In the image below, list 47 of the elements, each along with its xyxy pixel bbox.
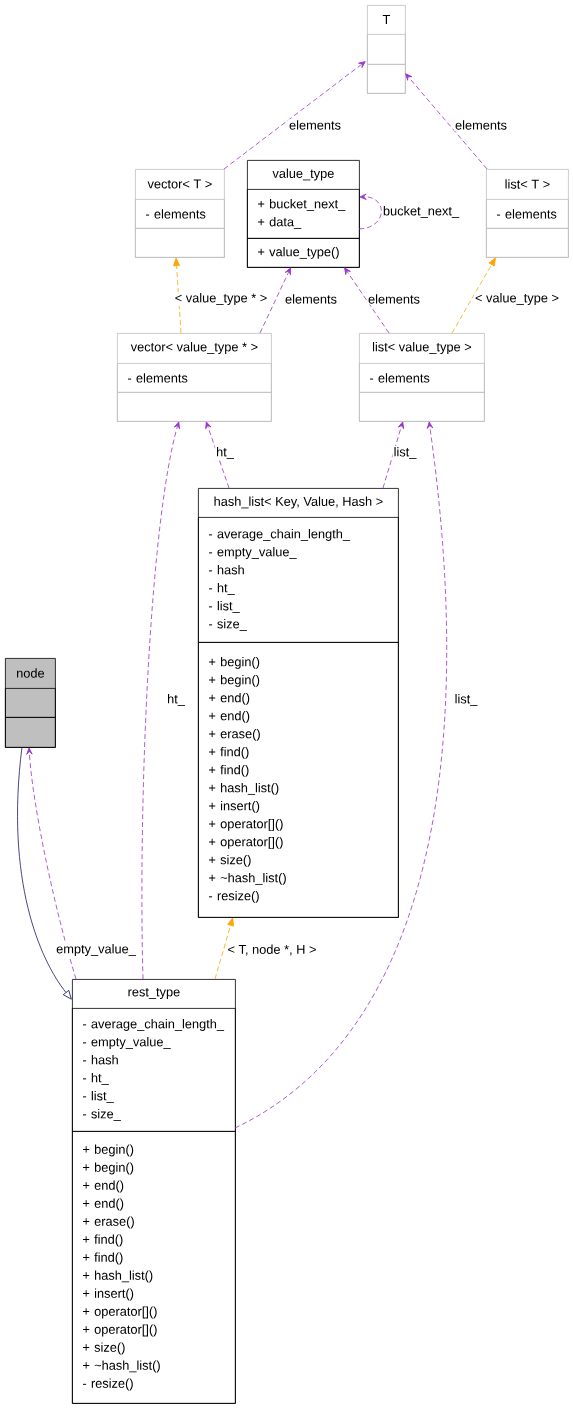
edge-label: < T, node *, H > (226, 943, 318, 957)
class-box: T (367, 5, 406, 94)
class-compartment (367, 34, 406, 65)
class-compartment: - average_chain_length_ - empty_value_ - hash - ht_ - list_ - size_ (72, 1008, 236, 1132)
edge-label: < value_type > (474, 292, 560, 306)
class-compartment: - average_chain_length_ - empty_value_ - hash - ht_ - list_ - size_ (198, 517, 399, 643)
dashed-arrow (26, 747, 77, 980)
dashed-arrow (382, 421, 404, 489)
edge-label: elements (367, 293, 421, 305)
dashed-arrow (234, 421, 447, 1129)
dashed-arrow (205, 421, 230, 489)
class-compartment (117, 392, 272, 422)
edge-label: bucket_next_ (381, 205, 461, 219)
edge-label: elements (288, 119, 342, 131)
class-compartment: - elements (359, 363, 485, 393)
class-compartment (5, 717, 56, 748)
class-compartment: - elements (135, 199, 225, 229)
class-compartment (135, 228, 225, 258)
dashed-arrow (344, 267, 390, 334)
edge-label: elements (454, 119, 508, 131)
class-compartment: + begin() + begin() + end() + end() + erase() + find() + find() + hash_list() + insert() + operator[]() + operator[]() + size() + ~hash_list() - resize() (198, 642, 399, 918)
dashed-arrow (358, 193, 382, 230)
class-compartment: + begin() + begin() + end() + end() + erase() + find() + find() + hash_list() + insert() + operator[]() + operator[]() + size() + ~hash_list() - resize() (72, 1131, 236, 1404)
edge-label: < value_type * > (173, 292, 269, 306)
dashed-arrow (223, 61, 366, 170)
class-compartment (486, 228, 569, 258)
dashed-arrow (141, 421, 181, 980)
edge-label: ht_ (166, 693, 186, 707)
class-compartment (367, 64, 406, 94)
edge-label: ht_ (215, 446, 235, 460)
class-compartment: - elements (486, 199, 569, 229)
dashed-arrow (451, 257, 496, 334)
class-compartment: - elements (117, 363, 272, 393)
class-compartment: + bucket_next_ + data_ (247, 189, 360, 239)
dashed-arrow (259, 267, 291, 334)
edge-label: elements (284, 293, 338, 305)
class-box: node (5, 658, 56, 748)
inheritance-arrow (17, 746, 72, 1000)
class-compartment (5, 688, 56, 718)
edge-label: list_ (392, 446, 418, 460)
dashed-arrow (405, 73, 488, 170)
edge-label: empty_value_ (55, 943, 137, 957)
dashed-arrow (214, 917, 234, 980)
class-compartment: + value_type() (247, 238, 360, 268)
dashed-arrow (173, 257, 182, 334)
class-compartment (359, 392, 485, 422)
edge-label: list_ (453, 693, 479, 707)
